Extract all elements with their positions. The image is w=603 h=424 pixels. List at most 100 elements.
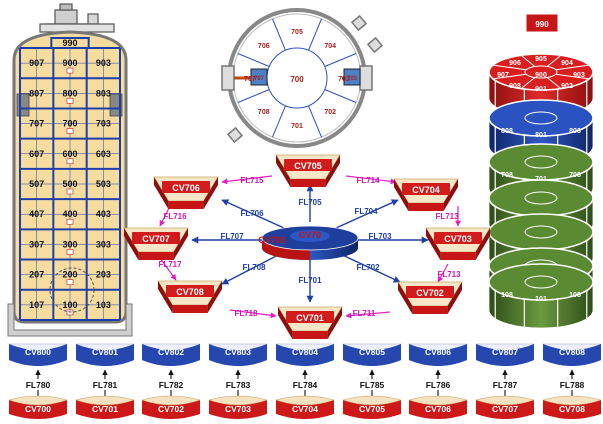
stack-cell-label: 903 xyxy=(573,72,585,79)
lower-node-label: CV705 xyxy=(359,404,385,414)
upper-node-label: CV805 xyxy=(359,347,385,357)
lower-node-label: CV707 xyxy=(492,404,518,414)
ring-label-fl713a: FL713 xyxy=(435,212,459,221)
core-marker xyxy=(66,279,74,285)
vessel-cell-label: 503 xyxy=(96,179,111,189)
vessel-cell-label: 103 xyxy=(96,300,111,310)
ring-arrow-fl716 xyxy=(159,205,171,227)
sector-label: 707 xyxy=(244,76,256,83)
core-marker xyxy=(66,218,74,225)
radial-arrow-fl702 xyxy=(335,251,401,283)
stack-top-block xyxy=(525,13,559,33)
path-label: FL787 xyxy=(493,380,518,390)
vessel-cell-label: 900 xyxy=(62,58,77,68)
stack-cell-label: 906 xyxy=(509,60,521,67)
vessel-cell-label: 207 xyxy=(29,270,44,280)
node-label: CV704 xyxy=(412,185,440,195)
right-box-label: 703 xyxy=(347,76,358,82)
node-label: CV701 xyxy=(296,313,324,323)
vessel-detail-circle xyxy=(49,267,95,313)
node-label: CV702 xyxy=(416,288,444,298)
node-label: CV705 xyxy=(294,161,322,171)
stack-cell-label: 904 xyxy=(561,60,573,67)
lower-node-label: CV703 xyxy=(225,404,251,414)
upper-node: CV802 xyxy=(141,343,201,366)
ring-label-fl715: FL715 xyxy=(240,176,264,185)
path-label: FL786 xyxy=(426,380,451,390)
node-label: CV708 xyxy=(176,287,204,297)
node-label: CV706 xyxy=(172,183,200,193)
sector-divider xyxy=(237,53,270,67)
vessel-top-label: 990 xyxy=(62,38,77,48)
vessel-cell-label: 907 xyxy=(29,58,44,68)
lower-node: CV701 xyxy=(75,395,135,419)
node-cv702: CV702 xyxy=(397,281,463,314)
sector-label: 708 xyxy=(258,109,270,116)
cross-section-pipes: 707 703 xyxy=(234,68,361,86)
bottom-row: CV800FL780CV700CV801FL781CV701CV802FL782… xyxy=(8,343,602,419)
sector-label: 703 xyxy=(338,76,350,83)
ring-label-fl711: FL711 xyxy=(353,309,376,318)
vessel-cell-label: 803 xyxy=(96,88,111,98)
lower-node-label: CV704 xyxy=(292,404,318,414)
upper-node-label: CV804 xyxy=(292,347,318,357)
radial-label-fl701: FL701 xyxy=(298,276,322,285)
core-marker xyxy=(66,98,74,104)
sector-label: 701 xyxy=(291,123,303,130)
path-label: FL784 xyxy=(293,380,318,390)
stack-cell-label: 900 xyxy=(535,72,547,79)
cross-section-nozzles xyxy=(221,14,384,144)
path-label: FL785 xyxy=(360,380,385,390)
radial-arrow-fl704 xyxy=(335,199,399,229)
path-label: FL782 xyxy=(159,380,184,390)
node-cv708: CV708 xyxy=(157,280,223,313)
lower-node: CV700 xyxy=(8,395,68,419)
core-marker xyxy=(66,128,74,134)
node-cv704: CV704 xyxy=(393,178,459,211)
sector-divider xyxy=(324,53,357,67)
stack-cell-label: 708 xyxy=(569,172,581,179)
ring-label-fl716: FL716 xyxy=(163,212,187,221)
ring-label-fl713b: FL713 xyxy=(437,270,461,279)
radial-arrow-fl706 xyxy=(221,199,285,229)
core-marker xyxy=(66,188,74,195)
stack-cell-label: 108 xyxy=(569,292,581,299)
sector-label: 702 xyxy=(324,109,336,116)
radial-label-fl706: FL706 xyxy=(240,209,264,218)
lower-node: CV707 xyxy=(475,395,535,419)
radial-label-fl704: FL704 xyxy=(354,207,378,216)
vessel-cell-label: 903 xyxy=(96,58,111,68)
upper-node: CV808 xyxy=(542,343,602,366)
upper-node-label: CV803 xyxy=(225,347,251,357)
radial-arrow-fl708 xyxy=(221,251,285,285)
vessel-cell-label: 300 xyxy=(62,239,77,249)
stack-cell-label: 907 xyxy=(497,72,509,79)
upper-node: CV801 xyxy=(75,343,135,366)
radial-label-fl705: FL705 xyxy=(298,198,322,207)
lower-node: CV703 xyxy=(208,395,268,419)
ring-arrow-fl713b xyxy=(437,263,449,283)
sector-divider xyxy=(308,105,322,138)
upper-node: CV806 xyxy=(408,343,468,366)
vessel-cell-label: 703 xyxy=(96,119,111,129)
ring-arrow-fl717 xyxy=(159,257,177,281)
sector-label: 706 xyxy=(258,43,270,50)
vessel-cell-label: 607 xyxy=(29,149,44,159)
vessel-cell-label: 507 xyxy=(29,179,44,189)
stack-cell-label: 801 xyxy=(535,132,547,139)
vessel-cell-label: 407 xyxy=(29,209,44,219)
upper-node-label: CV802 xyxy=(158,347,184,357)
radial-label-fl707: FL707 xyxy=(220,232,244,241)
stack-cell-label: 905 xyxy=(535,56,547,63)
sector-divider xyxy=(308,18,322,51)
stack-cell-label: 708 xyxy=(501,172,513,179)
vessel-cell-label: 403 xyxy=(96,209,111,219)
vessel-cell-label: 700 xyxy=(62,119,77,129)
vessel-cell-label: 200 xyxy=(62,270,77,280)
sector-divider xyxy=(272,105,286,138)
node-cv703: CV703 xyxy=(425,227,491,260)
upper-node: CV803 xyxy=(208,343,268,366)
lower-node-label: CV700 xyxy=(25,404,51,414)
